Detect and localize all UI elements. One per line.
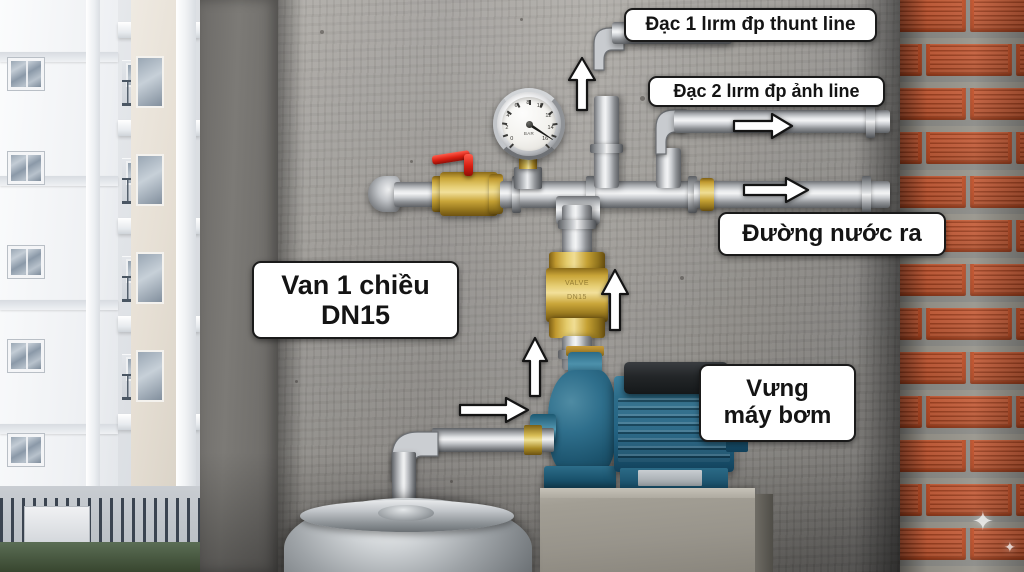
label-pump: Vưng máy bơm — [699, 364, 856, 442]
apartment-building-background — [0, 0, 200, 572]
arrow-riser-up — [567, 56, 597, 112]
pipe-segment — [500, 181, 514, 208]
building-hedge — [0, 542, 200, 572]
arrow-outlet-right — [742, 176, 810, 204]
arrow-branch-right — [732, 112, 794, 140]
label-outlet-line-2: Đạc 2 lırm đp ảnh line — [648, 76, 885, 107]
arrow-pump-suction — [458, 396, 530, 424]
downcomer-pipe — [562, 205, 592, 261]
gauge-tick-label: 8 — [526, 99, 530, 106]
suction-coupler — [524, 425, 542, 455]
building-window — [136, 252, 164, 304]
building-window — [136, 154, 164, 206]
pump-discharge-flange — [566, 346, 604, 356]
gauge-tick-label: 0 — [510, 136, 514, 143]
valve-end-nut-right — [489, 174, 503, 214]
ball-valve-stem — [464, 154, 473, 176]
gauge-mount-nipple — [514, 167, 542, 189]
pressure-gauge: 0 2 4 6 8 10 12 14 16 BAR — [493, 88, 565, 160]
pipe-union-nut — [866, 105, 875, 138]
pedestal-top-surface — [540, 488, 755, 498]
building-window — [7, 57, 45, 91]
building-band — [0, 176, 118, 186]
gauge-tick-label: 4 — [506, 112, 510, 119]
check-valve-marking-2: DN15 — [567, 294, 587, 301]
check-valve-marking: VALVE — [564, 280, 590, 287]
gauge-hub — [525, 120, 533, 128]
outlet-brass-nut — [700, 178, 714, 211]
building-band — [0, 424, 118, 434]
riser-pipe-2 — [656, 148, 681, 188]
building-window — [7, 433, 45, 467]
concrete-pedestal — [540, 488, 755, 572]
gauge-tick-label: 12 — [545, 112, 552, 119]
arrow-pump-discharge — [521, 336, 549, 398]
brick-wall-background: ✦ ✦ — [900, 0, 1024, 572]
gauge-tick-label: 2 — [505, 125, 509, 132]
sparkle-icon: ✦ — [972, 506, 994, 536]
building-window — [136, 350, 164, 402]
label-outlet-line-1: Đạc 1 lırm đp thunt line — [624, 8, 877, 42]
check-valve-top-nut — [549, 252, 605, 272]
pipe-union-nut — [862, 176, 871, 213]
gauge-face: 0 2 4 6 8 10 12 14 16 BAR — [501, 97, 558, 151]
building-column — [86, 0, 100, 572]
label-check-valve: Van 1 chiều DN15 — [252, 261, 459, 339]
pipe-union-nut — [590, 144, 623, 153]
check-valve-bottom-nut — [549, 318, 605, 338]
gauge-tick-label: 14 — [547, 125, 554, 132]
building-band — [0, 52, 118, 62]
pump-pedestal-foot — [544, 466, 616, 490]
building-window — [7, 339, 45, 373]
gauge-brand-text: BAR — [523, 131, 535, 137]
building-band — [0, 300, 118, 310]
arrow-checkvalve-up — [600, 268, 630, 332]
pipe-union-nut — [512, 176, 521, 213]
building-window — [7, 245, 45, 279]
pedestal-right-face — [755, 494, 773, 572]
tank-outlet-boss — [378, 505, 434, 521]
ball-valve-body — [440, 172, 498, 216]
pipe-union-nut — [558, 220, 596, 229]
pipe-union-nut — [688, 176, 697, 213]
gauge-tick-label: 6 — [514, 103, 518, 110]
gauge-tick-label: 10 — [536, 103, 543, 110]
riser-pipe-1 — [594, 96, 619, 188]
pipe-union-nut — [586, 176, 595, 213]
pump-volute-casing — [548, 370, 616, 476]
building-edge-column — [176, 0, 196, 572]
building-window — [136, 56, 164, 108]
sparkle-icon: ✦ — [1004, 539, 1016, 555]
building-window — [7, 151, 45, 185]
check-valve-body[interactable]: VALVE DN15 — [546, 268, 608, 322]
gauge-tick-label: 16 — [542, 136, 549, 143]
label-water-out: Đường nước ra — [718, 212, 946, 256]
motor-base-pad — [638, 470, 702, 486]
